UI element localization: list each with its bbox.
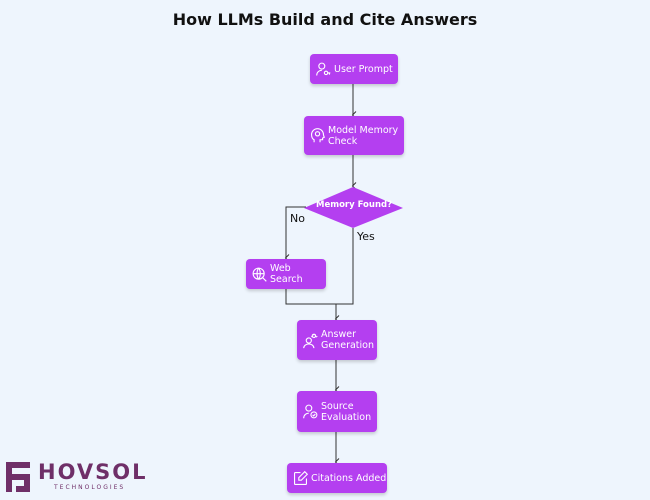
citations-added-label: Citations Added (311, 472, 387, 484)
user-prompt-label: User Prompt (334, 63, 393, 75)
user-idea-icon (303, 333, 318, 348)
hovsol-logo-tagline: TECHNOLOGIES (54, 484, 126, 491)
node-answer-generation: Answer Generation (297, 320, 377, 360)
arrow-yes-to-answer (334, 228, 354, 323)
user-key-icon (316, 62, 331, 75)
hovsol-logo-mark (6, 462, 30, 492)
answer-generation-label: Answer Generation (321, 329, 374, 351)
node-user-prompt: User Prompt (310, 54, 398, 84)
line-websearch-merge (285, 289, 336, 305)
globe-search-icon (252, 267, 267, 282)
node-citations-added: Citations Added (287, 463, 387, 493)
hovsol-logo: HOVSOL TECHNOLOGIES (4, 460, 148, 496)
memory-found-diamond (304, 187, 403, 228)
hovsol-logo-name: HOVSOL (38, 460, 148, 484)
edit-document-icon (293, 470, 309, 485)
node-web-search: Web Search (246, 259, 326, 289)
web-search-label: Web Search (270, 263, 303, 285)
user-check-icon (303, 404, 318, 419)
arrow-no-to-websearch (284, 206, 306, 262)
yes-edge-label: Yes (357, 230, 375, 243)
source-evaluation-label: Source Evaluation (321, 400, 372, 423)
diagram-title: How LLMs Build and Cite Answers (172, 10, 478, 29)
model-memory-check-label: Model Memory Check (328, 124, 399, 147)
no-edge-label: No (290, 212, 305, 225)
node-source-evaluation: Source Evaluation (297, 391, 377, 432)
brain-head-icon (310, 128, 326, 143)
memory-found-label: Memory Found? (315, 200, 393, 210)
node-model-memory-check: Model Memory Check (304, 116, 404, 155)
